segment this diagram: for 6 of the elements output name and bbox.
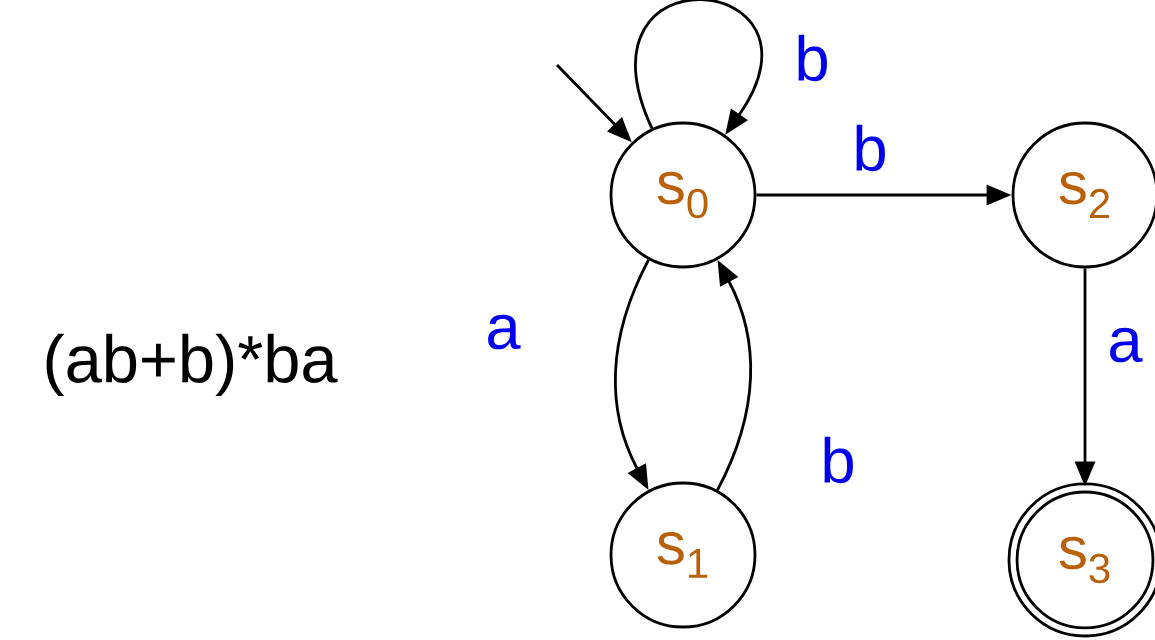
edge-label: a — [1110, 327, 1143, 363]
edge-label: b — [798, 34, 827, 82]
edge-label: a — [488, 314, 521, 350]
edge-label: b — [824, 436, 853, 484]
edge-label: b — [856, 124, 885, 172]
regular-expression: (ab+b)*ba — [46, 333, 338, 397]
